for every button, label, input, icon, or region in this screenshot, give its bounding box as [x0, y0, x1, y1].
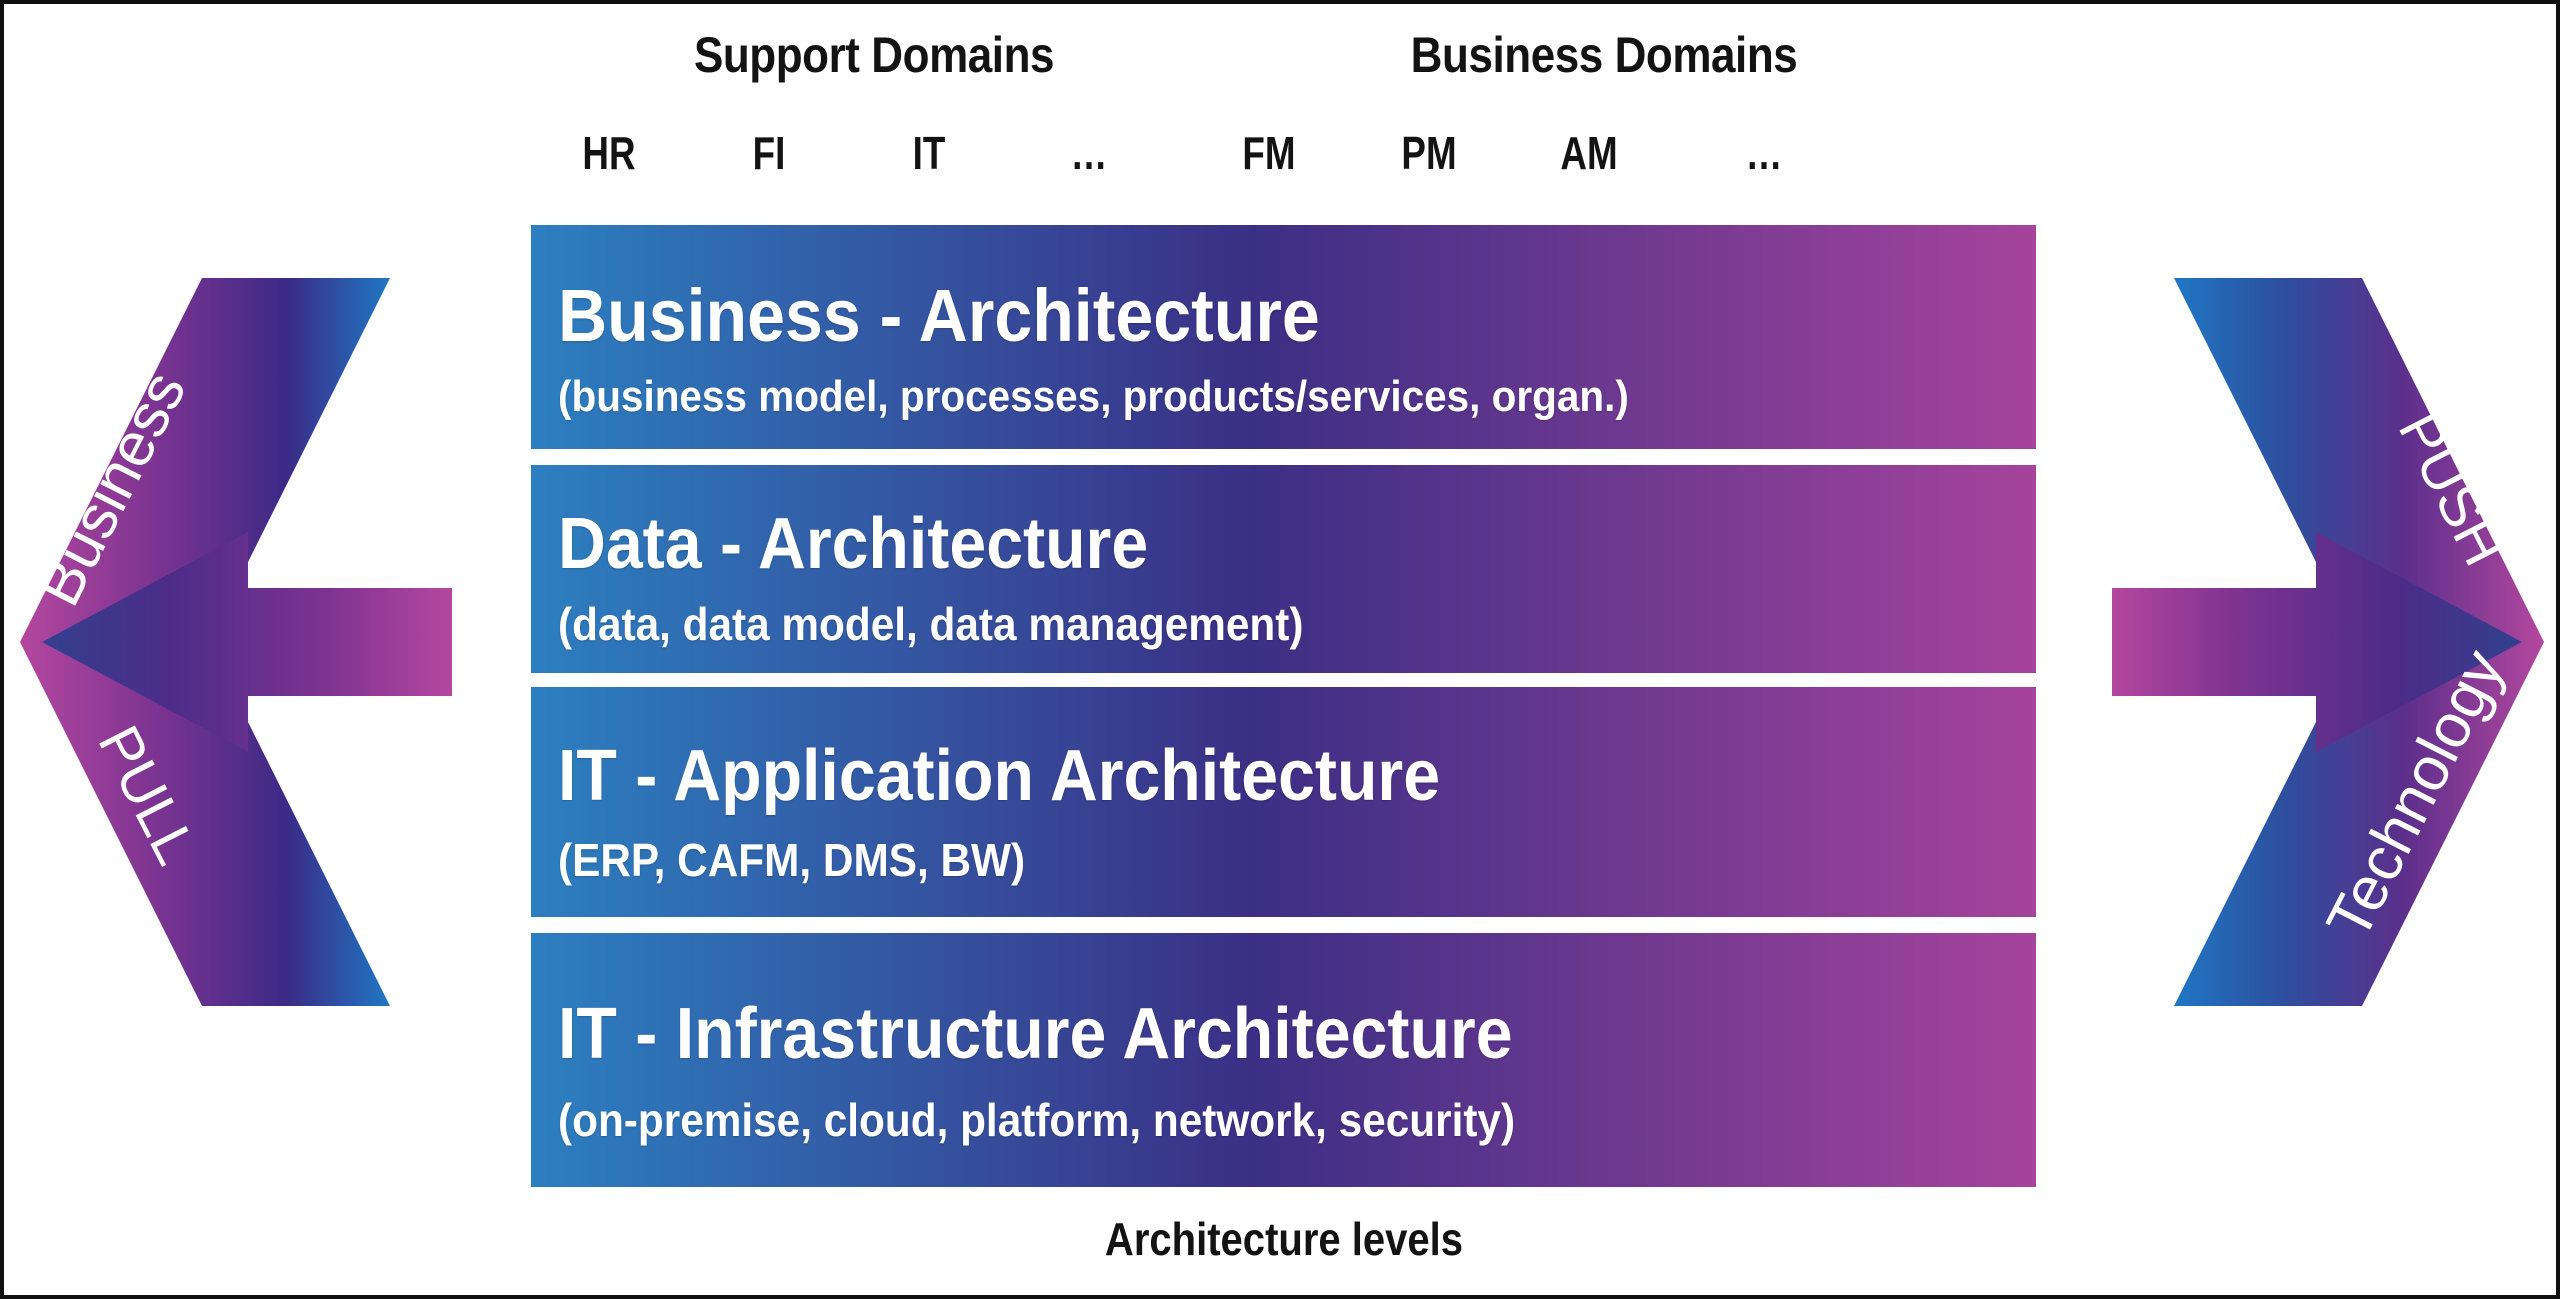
level-title: Data - Architecture [558, 504, 1149, 584]
support-domains-title: Support Domains [693, 27, 1055, 83]
architecture-levels-stack: Business - Architecture (business model,… [531, 225, 2036, 1187]
domain-column-fm: FM [1242, 127, 1296, 179]
business-domains-title: Business Domains [1410, 27, 1798, 83]
domain-column-hr: HR [582, 127, 636, 179]
architecture-level-row[interactable]: Business - Architecture (business model,… [531, 225, 2036, 449]
domain-column-fi: FI [752, 127, 786, 179]
architecture-levels-caption: Architecture levels [1104, 1213, 1464, 1265]
domain-column-am: AM [1560, 127, 1618, 179]
level-subtitle: (on-premise, cloud, platform, network, s… [558, 1094, 1516, 1146]
domain-column-pm: PM [1401, 127, 1457, 179]
domain-column-ellipsis-3: … [1070, 127, 1108, 179]
level-subtitle: (ERP, CAFM, DMS, BW) [558, 834, 1026, 886]
architecture-level-row[interactable]: Data - Architecture (data, data model, d… [531, 465, 2036, 673]
technology-push-arrow: PUSH Technology [2112, 278, 2544, 1006]
level-title: Business - Architecture [558, 274, 1320, 357]
inner-arrow-left-icon [2112, 532, 2522, 752]
level-title: IT - Infrastructure Architecture [558, 994, 1513, 1074]
level-subtitle: (business model, processes, products/ser… [558, 372, 1629, 421]
architecture-level-row[interactable]: IT - Infrastructure Architecture (on-pre… [531, 933, 2036, 1187]
inner-arrow-right-icon [42, 532, 452, 752]
domain-column-it: IT [912, 127, 946, 179]
business-pull-arrow: Business PULL [20, 278, 452, 1006]
level-subtitle: (data, data model, data management) [558, 598, 1304, 650]
architecture-level-row[interactable]: IT - Application Architecture (ERP, CAFM… [531, 687, 2036, 917]
domain-column-ellipsis-7: … [1745, 127, 1783, 179]
level-title: IT - Application Architecture [558, 736, 1441, 816]
